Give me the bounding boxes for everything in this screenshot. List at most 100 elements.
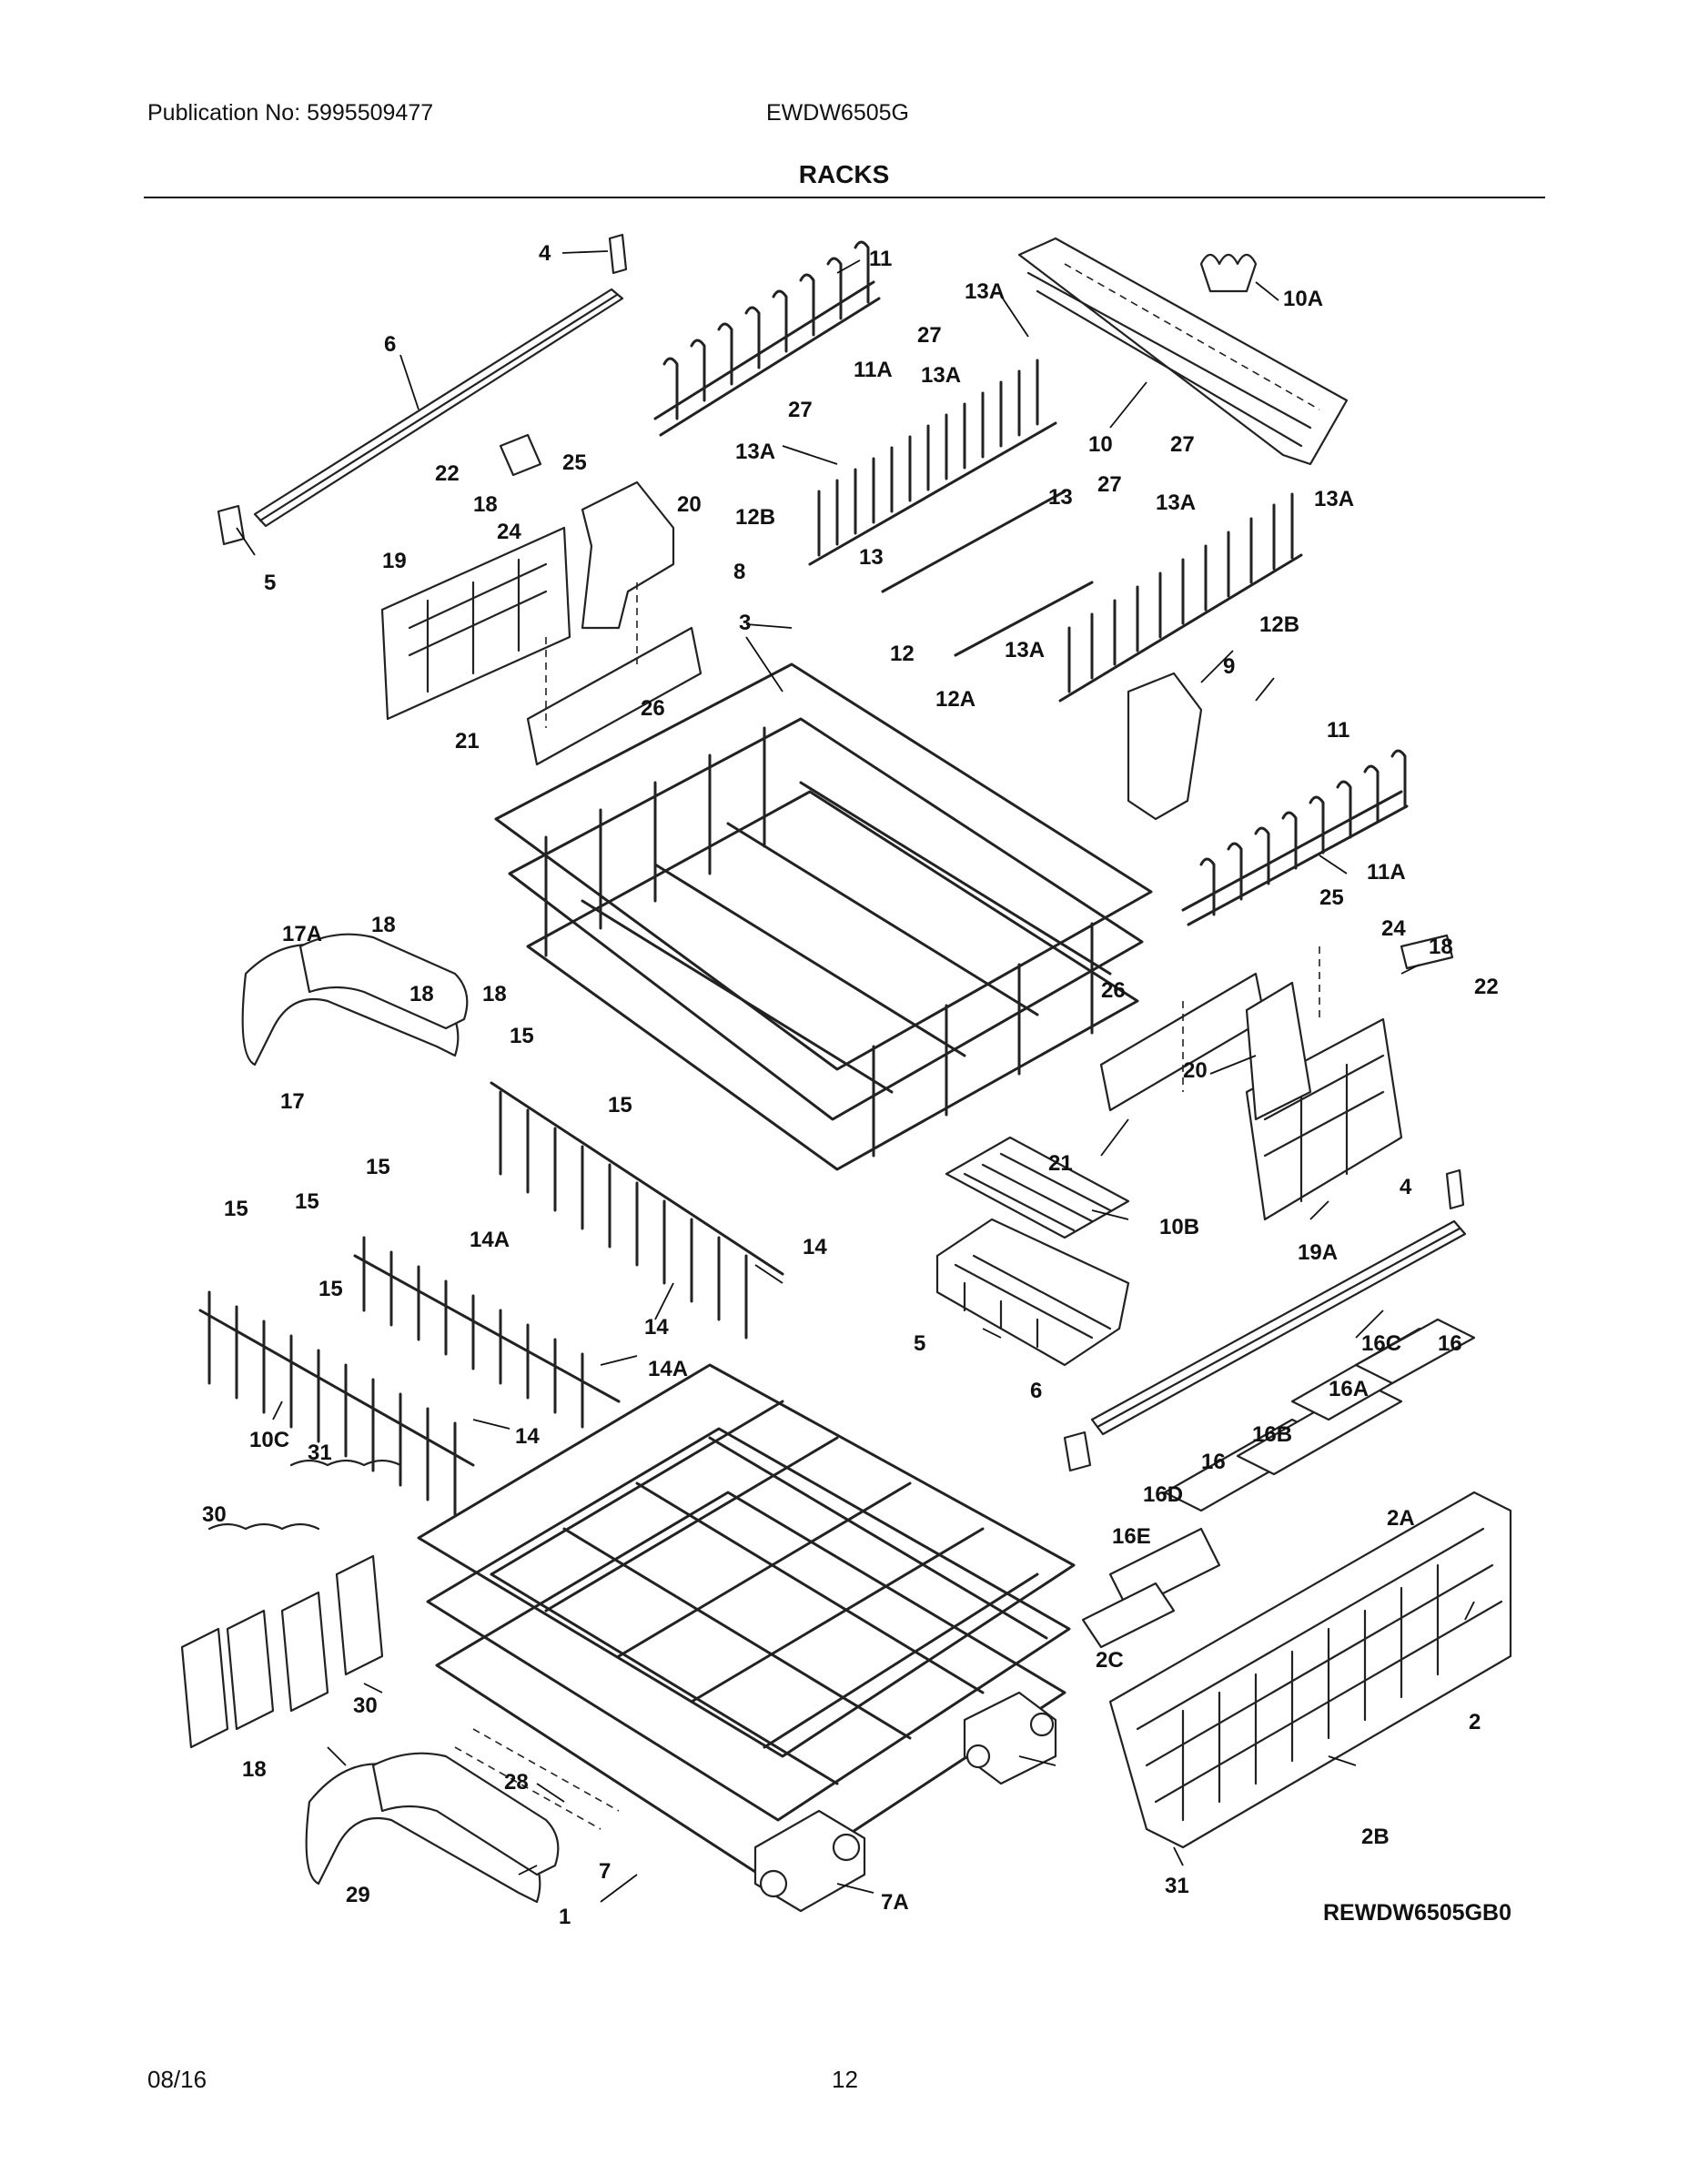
label-18-17a-left: 18 bbox=[409, 982, 434, 1006]
label-30-left: 18 bbox=[242, 1757, 267, 1782]
label-14-d: 10C bbox=[249, 1428, 289, 1452]
label-11A-right: 11A bbox=[1367, 860, 1406, 885]
label-17A: 17A bbox=[282, 922, 322, 946]
silverware-basket bbox=[1081, 1318, 1512, 1849]
label-29: 1 bbox=[559, 1905, 571, 1929]
upper-rack bbox=[494, 662, 1153, 1171]
label-14-c: 14 bbox=[515, 1424, 540, 1449]
label-9: 9 bbox=[1223, 654, 1235, 679]
label-2B: 31 bbox=[1165, 1874, 1189, 1898]
header-rule bbox=[144, 197, 1545, 198]
label-21-left: 21 bbox=[455, 729, 480, 753]
label-16A: 16B bbox=[1252, 1422, 1292, 1447]
label-14A-right: 14A bbox=[648, 1357, 688, 1381]
label-2C: 2A bbox=[1387, 1506, 1415, 1531]
label-14-a: 14 bbox=[803, 1235, 827, 1259]
label-21-right: 21 bbox=[1048, 1151, 1073, 1176]
publication-number: Publication No: 5995509477 bbox=[147, 100, 434, 126]
label-27-d: 27 bbox=[1097, 472, 1122, 497]
label-20-left: 20 bbox=[677, 492, 702, 517]
label-13-left: 13 bbox=[859, 545, 884, 570]
rack-handle-upper bbox=[241, 933, 469, 1067]
label-31-left: 30 bbox=[202, 1502, 227, 1527]
left-rack-adjuster-assembly bbox=[380, 433, 702, 766]
label-12B-right: 12B bbox=[1259, 612, 1299, 637]
label-15-f: 15 bbox=[318, 1277, 343, 1301]
label-16D: 16E bbox=[1112, 1524, 1151, 1549]
label-10B: 5 bbox=[914, 1331, 925, 1356]
label-24-right: 24 bbox=[1381, 916, 1406, 941]
label-10C: 10B bbox=[1159, 1215, 1199, 1239]
label-3: 3 bbox=[739, 611, 751, 635]
lower-rail-right bbox=[1063, 1168, 1467, 1472]
label-13-right: 13 bbox=[1048, 485, 1073, 510]
small-basket bbox=[935, 1136, 1130, 1367]
rack-handle-lower bbox=[305, 1728, 620, 1904]
label-6-lower: 16C bbox=[1361, 1331, 1401, 1356]
lower-tine-bank-left bbox=[198, 1290, 475, 1516]
rack-wheels bbox=[753, 1691, 1057, 1913]
label-16B: 16 bbox=[1201, 1450, 1226, 1474]
label-13A-f: 13A bbox=[1314, 487, 1354, 511]
label-24-left: 24 bbox=[497, 520, 521, 544]
rack-bracket-9 bbox=[1127, 672, 1203, 821]
label-11A-top: 11A bbox=[854, 358, 893, 382]
label-30-right: 30 bbox=[353, 1694, 378, 1718]
label-26-left: 26 bbox=[641, 696, 665, 721]
label-16-b: 16D bbox=[1143, 1482, 1183, 1507]
label-7: 7A bbox=[881, 1890, 909, 1915]
label-12A: 12A bbox=[935, 687, 975, 712]
label-1: 7 bbox=[599, 1859, 611, 1884]
label-17: 17 bbox=[280, 1089, 305, 1114]
label-18-right: 18 bbox=[1429, 935, 1453, 959]
label-14A-left: 15 bbox=[295, 1189, 319, 1214]
model-number: EWDW6505G bbox=[766, 100, 909, 126]
label-13A-e: 13A bbox=[1156, 490, 1196, 515]
label-18-17a-top: 18 bbox=[371, 913, 396, 937]
label-2A: 2 bbox=[1469, 1710, 1481, 1734]
tine-clips bbox=[180, 1459, 402, 1749]
upper-rail-left bbox=[217, 233, 628, 546]
label-4-top: 4 bbox=[539, 241, 551, 266]
label-27-c: 27 bbox=[1170, 432, 1195, 457]
label-18-lower: 28 bbox=[504, 1770, 529, 1795]
lower-tine-bank-upper-right bbox=[490, 1081, 784, 1340]
label-13A-b: 13A bbox=[921, 363, 961, 388]
label-25-right: 25 bbox=[1319, 885, 1344, 910]
label-10: 10 bbox=[1088, 432, 1113, 457]
label-25-left: 25 bbox=[562, 450, 587, 475]
label-11-top: 11 bbox=[869, 247, 892, 271]
label-2: 2B bbox=[1361, 1825, 1390, 1849]
label-16C: 16 bbox=[1438, 1331, 1462, 1356]
label-12B-left: 12B bbox=[735, 505, 775, 530]
label-16-a: 16A bbox=[1329, 1377, 1369, 1401]
label-20-right: 20 bbox=[1183, 1058, 1208, 1083]
label-15-e: 15 bbox=[224, 1197, 248, 1221]
label-22-right: 22 bbox=[1474, 975, 1499, 999]
label-28: 29 bbox=[346, 1883, 370, 1907]
label-15-c: 15 bbox=[366, 1155, 390, 1179]
label-15-b: 15 bbox=[608, 1093, 632, 1117]
label-6-top: 6 bbox=[384, 332, 396, 357]
label-18-left: 18 bbox=[473, 492, 498, 517]
label-16E: 2C bbox=[1096, 1648, 1124, 1673]
footer-page-number: 12 bbox=[832, 2066, 858, 2093]
label-11-right: 11 bbox=[1327, 718, 1349, 743]
label-8: 8 bbox=[733, 560, 745, 584]
label-15-a: 15 bbox=[510, 1024, 534, 1048]
label-13A-d: 13A bbox=[1005, 638, 1045, 662]
label-27-b: 27 bbox=[788, 398, 813, 422]
label-31-top: 31 bbox=[308, 1441, 332, 1465]
section-title: RACKS bbox=[798, 160, 890, 188]
lower-tine-bank-middle bbox=[353, 1236, 621, 1429]
diagram-code: REWDW6505GB0 bbox=[1323, 1900, 1511, 1926]
upper-tine-rows bbox=[808, 359, 1303, 703]
label-4-right: 4 bbox=[1400, 1175, 1412, 1199]
label-5-lower: 6 bbox=[1030, 1379, 1042, 1403]
cup-shelf-tines-left bbox=[653, 240, 881, 437]
label-10A: 10A bbox=[1283, 287, 1323, 311]
lower-rack bbox=[417, 1363, 1076, 1886]
label-26-right: 26 bbox=[1101, 978, 1126, 1003]
label-5-top: 5 bbox=[264, 571, 276, 595]
